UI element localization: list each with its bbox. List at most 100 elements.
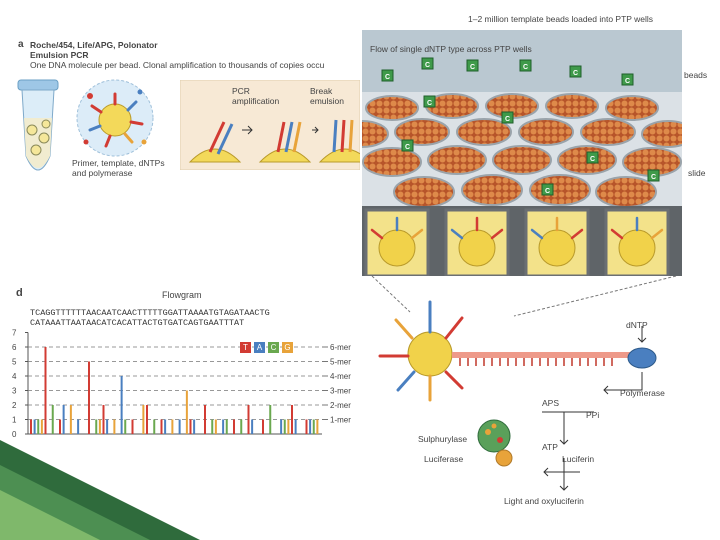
flowgram-bar: [153, 419, 156, 434]
svg-text:C: C: [573, 70, 578, 77]
pyrosequencing-chemistry-illustration: [371, 276, 677, 491]
flowgram-bar: [185, 390, 188, 434]
flowgram-bar: [251, 419, 254, 434]
sequence-line-2: CATAAATTAATAACATCACATTACTGTGATCAGTGAATTT…: [30, 318, 245, 328]
flowgram-bar: [233, 419, 235, 434]
flowgram-bar: [102, 405, 105, 434]
flowgram-bar: [88, 361, 90, 434]
flowgram-bar: [262, 419, 264, 434]
panel-d-letter: d: [16, 287, 23, 299]
pcr-amplification-box: [180, 80, 360, 170]
flowgram-bar: [62, 405, 65, 434]
edge-label-beads: beads: [684, 70, 708, 80]
ppi-label: PPi: [586, 410, 600, 420]
legend-item-C: C: [268, 342, 279, 353]
flowgram-bar: [189, 419, 192, 434]
flowgram-bar: [106, 419, 109, 434]
sequence-line-1: TCAGGTTTTTTAACAATCAACTTTTTGGATTAAAATGTAG…: [30, 308, 270, 318]
flowgram-bar: [44, 347, 47, 434]
flowgram-bar: [33, 419, 36, 434]
dntp-label: dNTP: [626, 320, 648, 330]
flowgram-bar: [69, 405, 72, 434]
svg-text:C: C: [545, 188, 550, 195]
y-tick-label: 0: [12, 430, 17, 439]
flowgram-bar: [120, 376, 123, 434]
emulsion-tube-icon: [17, 79, 59, 171]
y-tick-label: 7: [12, 329, 17, 338]
flowgram-title: Flowgram: [162, 290, 202, 300]
flowgram-bar: [240, 419, 243, 434]
mer-label: 5-mer: [330, 358, 351, 367]
svg-text:C: C: [425, 62, 430, 69]
y-tick-label: 2: [12, 401, 17, 410]
svg-text:C: C: [385, 74, 390, 81]
y-tick-label: 1: [12, 416, 17, 425]
panel-a-description: One DNA molecule per bead. Clonal amplif…: [30, 60, 325, 70]
luciferase-label: Luciferase: [424, 454, 464, 464]
flowgram-bar: [294, 419, 297, 434]
flowgram-bar: [247, 405, 250, 434]
flowgram-bar: [160, 419, 163, 434]
svg-text:C: C: [427, 100, 432, 107]
mer-label: 3-mer: [330, 387, 351, 396]
bead-caption: Primer, template, dNTPs and polymerase: [72, 158, 165, 178]
flowgram-bar: [77, 419, 80, 434]
flowgram-bar: [178, 419, 181, 434]
edge-label-slide: slide: [688, 168, 706, 178]
mer-label: 1-mer: [330, 416, 351, 425]
polymerase-label: Polymerase: [620, 388, 665, 398]
light-label: Light and oxyluciferin: [504, 496, 584, 506]
corner-decoration: [0, 440, 200, 540]
panel-a-platforms: Roche/454, Life/APG, Polonator: [30, 40, 158, 50]
mer-label: 2-mer: [330, 401, 351, 410]
flowgram-bar: [291, 405, 293, 434]
flowgram-bar: [283, 419, 286, 434]
pcr-label: PCR amplification: [232, 86, 280, 106]
svg-text:C: C: [651, 174, 656, 181]
svg-text:C: C: [470, 64, 475, 71]
flowgram-bar: [269, 405, 272, 434]
sulphurylase-label: Sulphurylase: [418, 434, 468, 444]
aps-label: APS: [542, 398, 560, 408]
luciferin-label: Luciferin: [562, 454, 595, 464]
atp-label: ATP: [542, 442, 558, 452]
legend-item-T: T: [240, 342, 251, 353]
svg-text:C: C: [590, 156, 595, 163]
ptp-title: 1–2 million template beads loaded into P…: [468, 14, 654, 24]
panel-a-letter: a: [18, 39, 24, 50]
flowgram-bar: [142, 405, 145, 434]
break-emulsion-label: Break emulsion: [310, 86, 345, 106]
y-tick-label: 4: [12, 372, 17, 381]
flowgram-bar: [309, 419, 312, 434]
droplet-bead-icon: [76, 79, 154, 157]
svg-text:C: C: [405, 144, 410, 151]
y-tick-label: 3: [12, 387, 17, 396]
y-tick-label: 5: [12, 358, 17, 367]
flowgram-bar: [171, 419, 174, 434]
legend-item-A: A: [254, 342, 265, 353]
flowgram-bar: [113, 419, 116, 434]
flowgram-bar: [131, 419, 134, 434]
flowgram-bar: [214, 419, 217, 434]
flowgram-bar: [51, 405, 54, 434]
y-tick-label: 6: [12, 343, 17, 352]
flowgram-bar: [211, 419, 214, 434]
svg-text:C: C: [625, 78, 630, 85]
mer-label: 6-mer: [330, 343, 351, 352]
svg-text:C: C: [505, 116, 510, 123]
flowgram-bar: [204, 405, 206, 434]
flowgram-bar: [316, 419, 319, 434]
flow-label: Flow of single dNTP type across PTP well…: [370, 44, 532, 54]
flowgram-bar: [312, 419, 315, 434]
flowgram-bar: [30, 419, 32, 434]
flowgram-bar: [305, 419, 308, 434]
panel-a-method: Emulsion PCR: [30, 50, 89, 60]
flowgram-bar: [40, 419, 43, 434]
ptp-wells-illustration: C C C C C C C C C C C C: [362, 30, 682, 276]
flowgram-bar: [287, 419, 290, 434]
flowgram-bar: [280, 419, 283, 434]
flowgram-bar: [225, 419, 228, 434]
svg-text:C: C: [523, 64, 528, 71]
flowgram-bar: [146, 405, 148, 434]
